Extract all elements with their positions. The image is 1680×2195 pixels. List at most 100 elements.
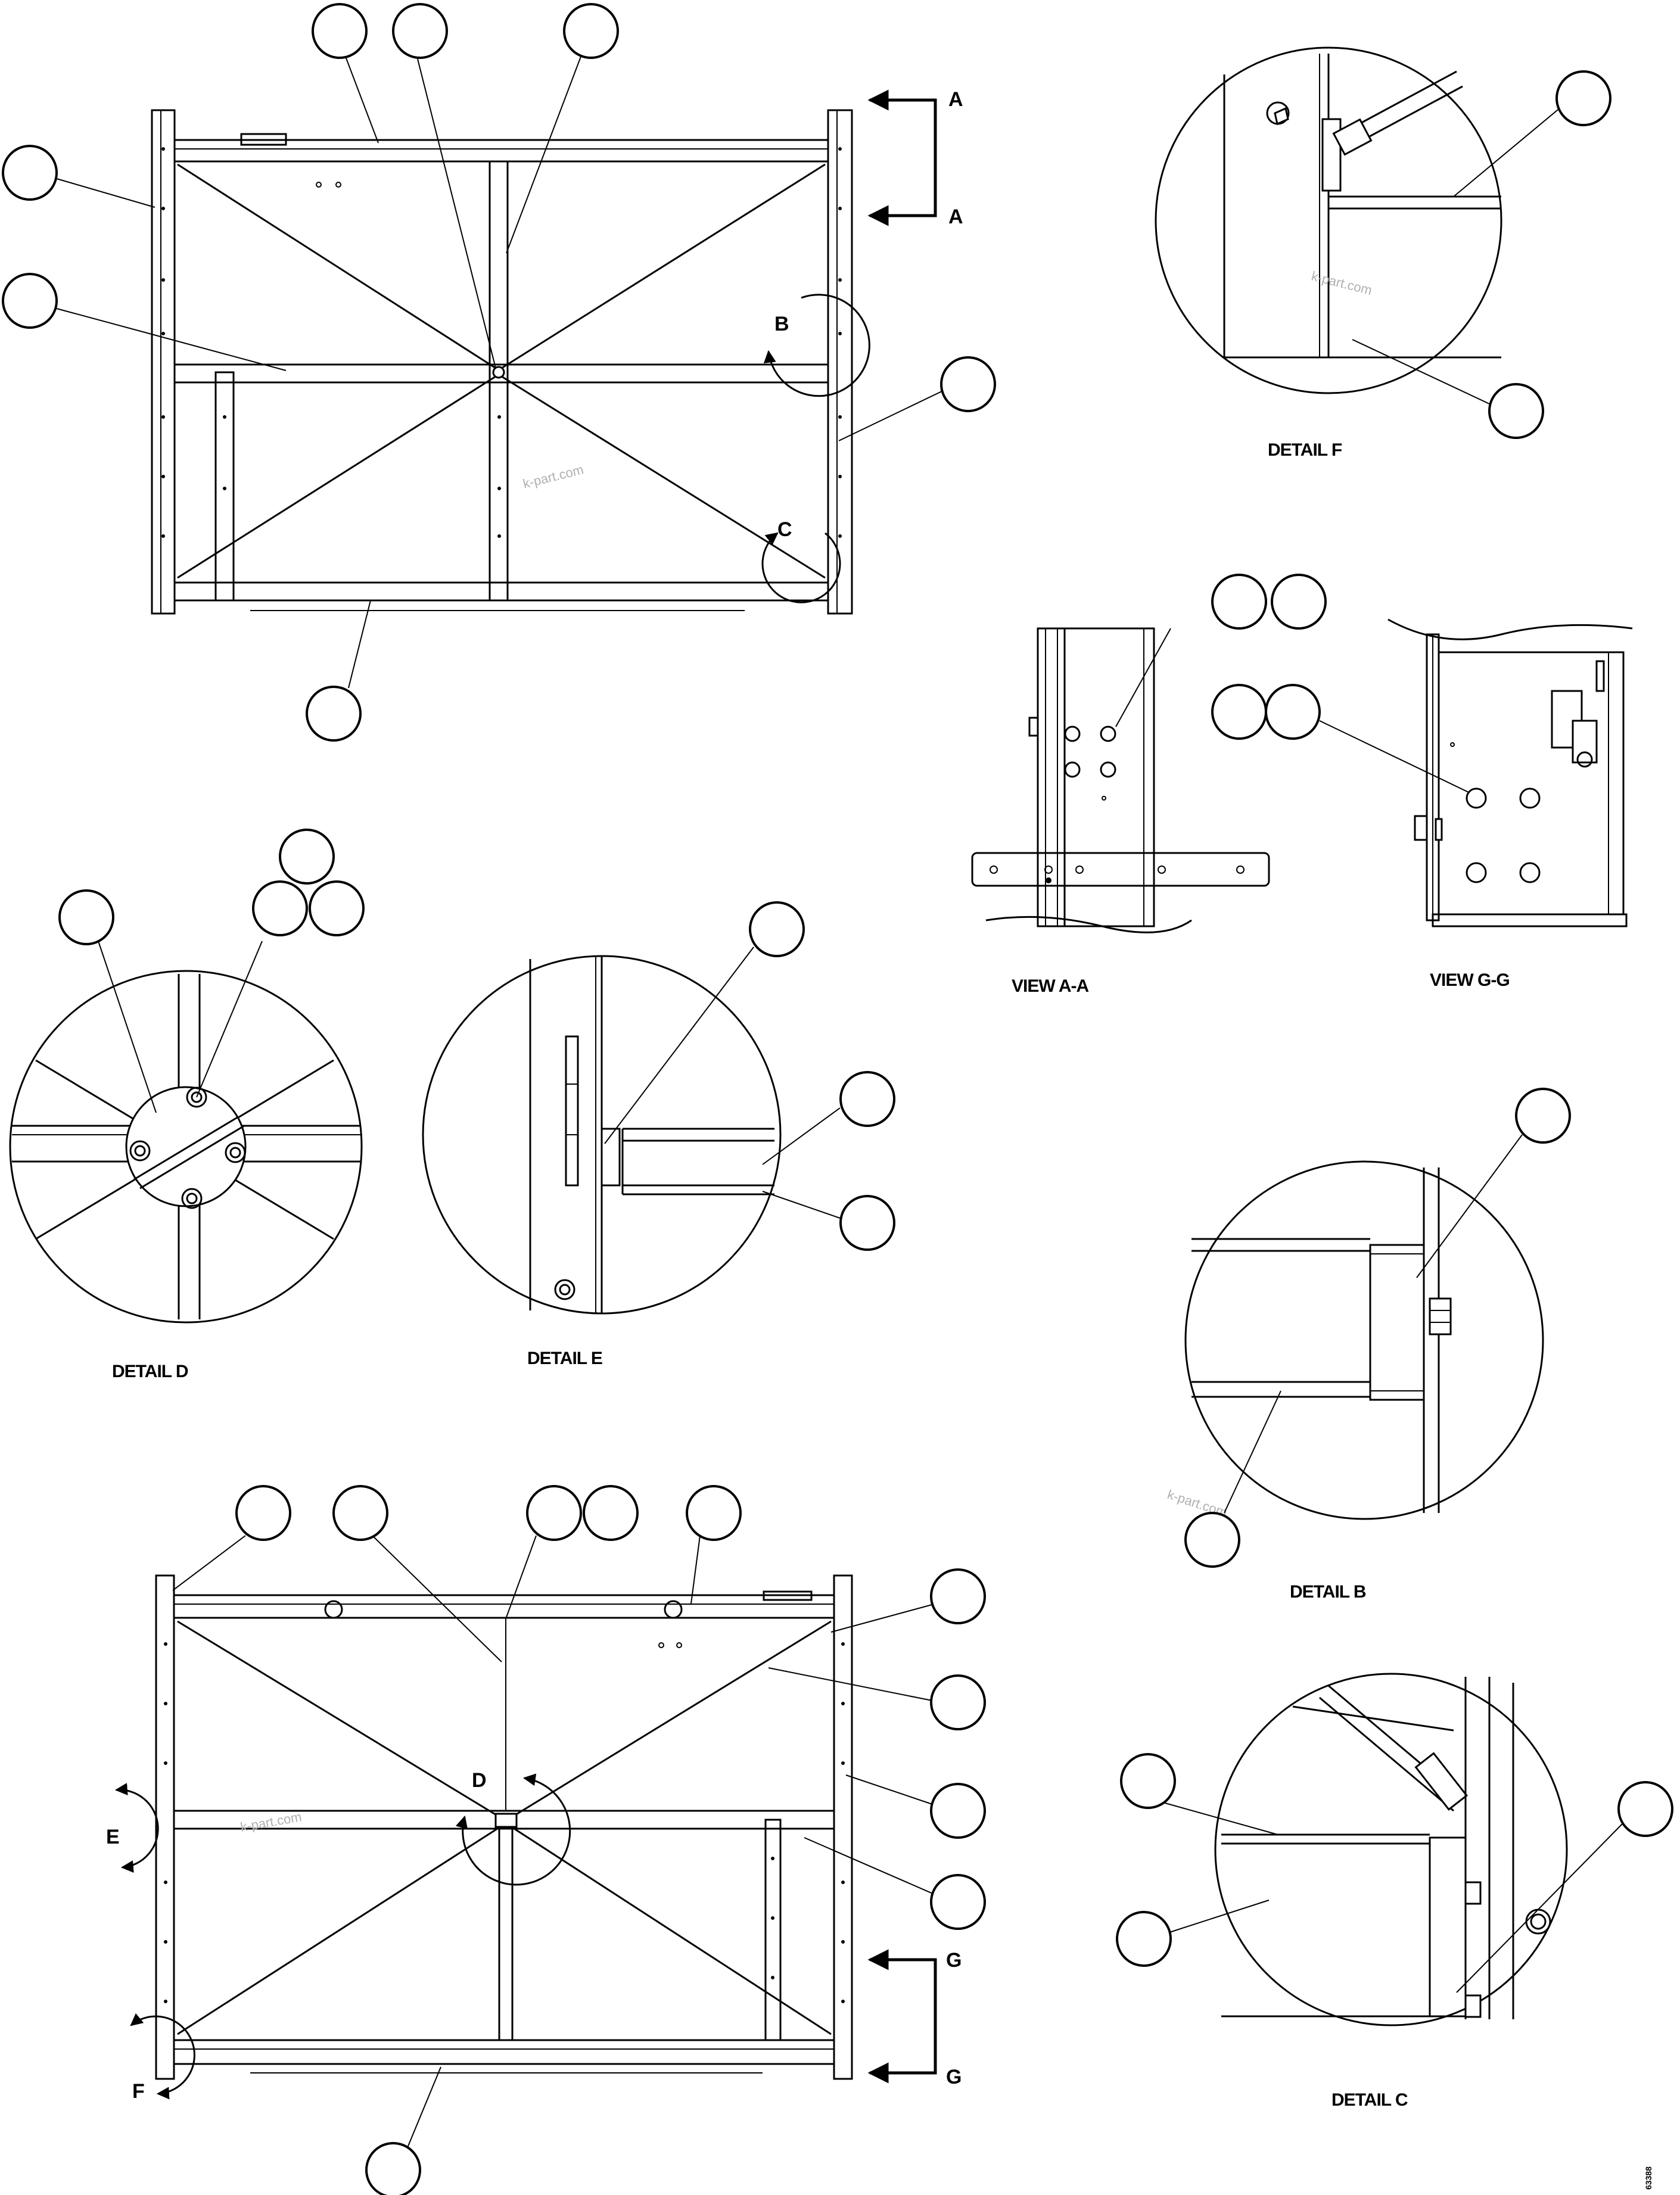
detail-f-label: F <box>132 2080 145 2103</box>
view-gg-holes <box>1466 787 1541 883</box>
callout-bubble <box>749 901 805 957</box>
detail-c-label: C <box>777 518 792 541</box>
cross-brace <box>177 1620 500 1818</box>
callouts <box>172 1485 986 2195</box>
top-rail <box>173 1594 835 1619</box>
callout-bubble <box>392 3 448 59</box>
bolt-holes <box>161 147 842 538</box>
callout-bubble <box>1271 574 1327 630</box>
callout-bubble <box>306 686 362 742</box>
detail-f-marker: F <box>130 2013 195 2103</box>
callout-bubble <box>309 880 365 936</box>
detail-b-marker: B <box>763 294 870 397</box>
right-short-post <box>764 1819 782 2041</box>
cross-brace <box>501 163 826 369</box>
cross-brace <box>177 163 496 369</box>
view-aa: VIEW A-A <box>971 574 1327 996</box>
callout-bubble <box>332 1485 388 1541</box>
top-rail <box>173 139 829 163</box>
detail-c-caption: DETAIL C <box>1331 2090 1408 2110</box>
detail-d-label: D <box>472 1769 487 1792</box>
bottom-rail <box>173 581 829 602</box>
detail-d-marker: D <box>455 1769 571 1886</box>
detail-c-marker: C <box>761 518 841 603</box>
detail-b: k-part.com DETAIL B <box>1165 1088 1571 1602</box>
detail-b-circle <box>1184 1160 1544 1520</box>
detail-d: DETAIL D <box>9 829 365 1381</box>
section-g-label: G <box>946 2066 962 2088</box>
section-g-marker: G G <box>867 1949 962 2088</box>
cross-brace <box>177 375 496 579</box>
callout-bubble <box>839 1195 895 1251</box>
cross-brace <box>177 1826 500 2035</box>
detail-e-label: E <box>106 1826 120 1848</box>
callout-bubble <box>930 1568 986 1624</box>
callout-bubble <box>2 273 58 329</box>
detail-e-marker: E <box>106 1783 159 1873</box>
detail-b-caption: DETAIL B <box>1290 1582 1366 1602</box>
callout-bubble <box>1617 1781 1673 1837</box>
callout-bubble <box>1265 684 1321 740</box>
callout-bubble <box>1116 1911 1172 1967</box>
center-post <box>498 1819 514 2041</box>
section-a-marker: A A <box>867 88 963 228</box>
watermark: k-part.com <box>239 1809 303 1835</box>
view-aa-holes <box>990 726 1245 883</box>
callout-bubble <box>312 3 368 59</box>
top-bracket <box>240 133 287 146</box>
left-short-post <box>214 371 235 602</box>
callout-bubble <box>686 1485 742 1541</box>
callout-bubble <box>58 889 114 945</box>
right-upright <box>827 109 853 615</box>
detail-e-caption: DETAIL E <box>527 1349 602 1368</box>
view-gg-caption: VIEW G-G <box>1430 970 1510 990</box>
section-g-label: G <box>946 1949 962 1972</box>
callout-bubble <box>526 1485 582 1541</box>
cross-brace <box>512 1826 832 2035</box>
callout-bubble <box>2 145 58 201</box>
left-upright <box>151 109 176 615</box>
detail-c-circle <box>1214 1673 1568 2026</box>
callout-bubble <box>1211 684 1267 740</box>
section-a-label: A <box>948 88 963 111</box>
brace-hub <box>494 1813 518 1828</box>
detail-e-slot <box>565 1035 579 1187</box>
detail-f-circle <box>1155 46 1502 394</box>
callout-bubble <box>1211 574 1267 630</box>
callout-bubble <box>839 1071 895 1127</box>
drawing-id: 63388 <box>1644 2166 1653 2190</box>
detail-e: DETAIL E <box>422 901 895 1368</box>
detail-d-caption: DETAIL D <box>112 1362 188 1381</box>
view-gg: VIEW G-G <box>1211 618 1633 990</box>
callout-bubble <box>1555 70 1611 126</box>
bottom-rail <box>173 2039 835 2065</box>
brace-hub <box>492 366 505 379</box>
right-upright <box>833 1574 853 2080</box>
callout-bubble <box>563 3 619 59</box>
bolt-holes <box>164 1642 845 2003</box>
callout-bubble <box>930 1783 986 1839</box>
callout-bubble <box>930 1674 986 1730</box>
bottom-frame-view: D E F G G k-part.com <box>106 1485 986 2195</box>
top-frame-view: A A B C k-part.com <box>2 3 996 742</box>
detail-f-caption: DETAIL F <box>1268 440 1342 460</box>
callout-bubble <box>279 829 335 885</box>
callout-bubble <box>365 2142 421 2195</box>
view-aa-caption: VIEW A-A <box>1012 976 1089 996</box>
callout-bubble <box>252 880 308 936</box>
section-a-label: A <box>948 206 963 228</box>
watermark: k-part.com <box>521 462 585 491</box>
callout-bubble <box>235 1485 291 1541</box>
view-aa-plate <box>971 852 1270 887</box>
callout-bubble <box>1120 1753 1176 1809</box>
callouts <box>2 3 996 742</box>
callout-bubble <box>930 1874 986 1930</box>
detail-c: DETAIL C <box>1116 1673 1673 2110</box>
callout-bubble <box>940 356 996 412</box>
middle-rail <box>173 363 829 384</box>
callout-bubble <box>1515 1088 1571 1144</box>
detail-f: k-part.com DETAIL F <box>1155 46 1611 460</box>
callout-bubble <box>1184 1512 1240 1568</box>
detail-b-label: B <box>774 313 789 335</box>
